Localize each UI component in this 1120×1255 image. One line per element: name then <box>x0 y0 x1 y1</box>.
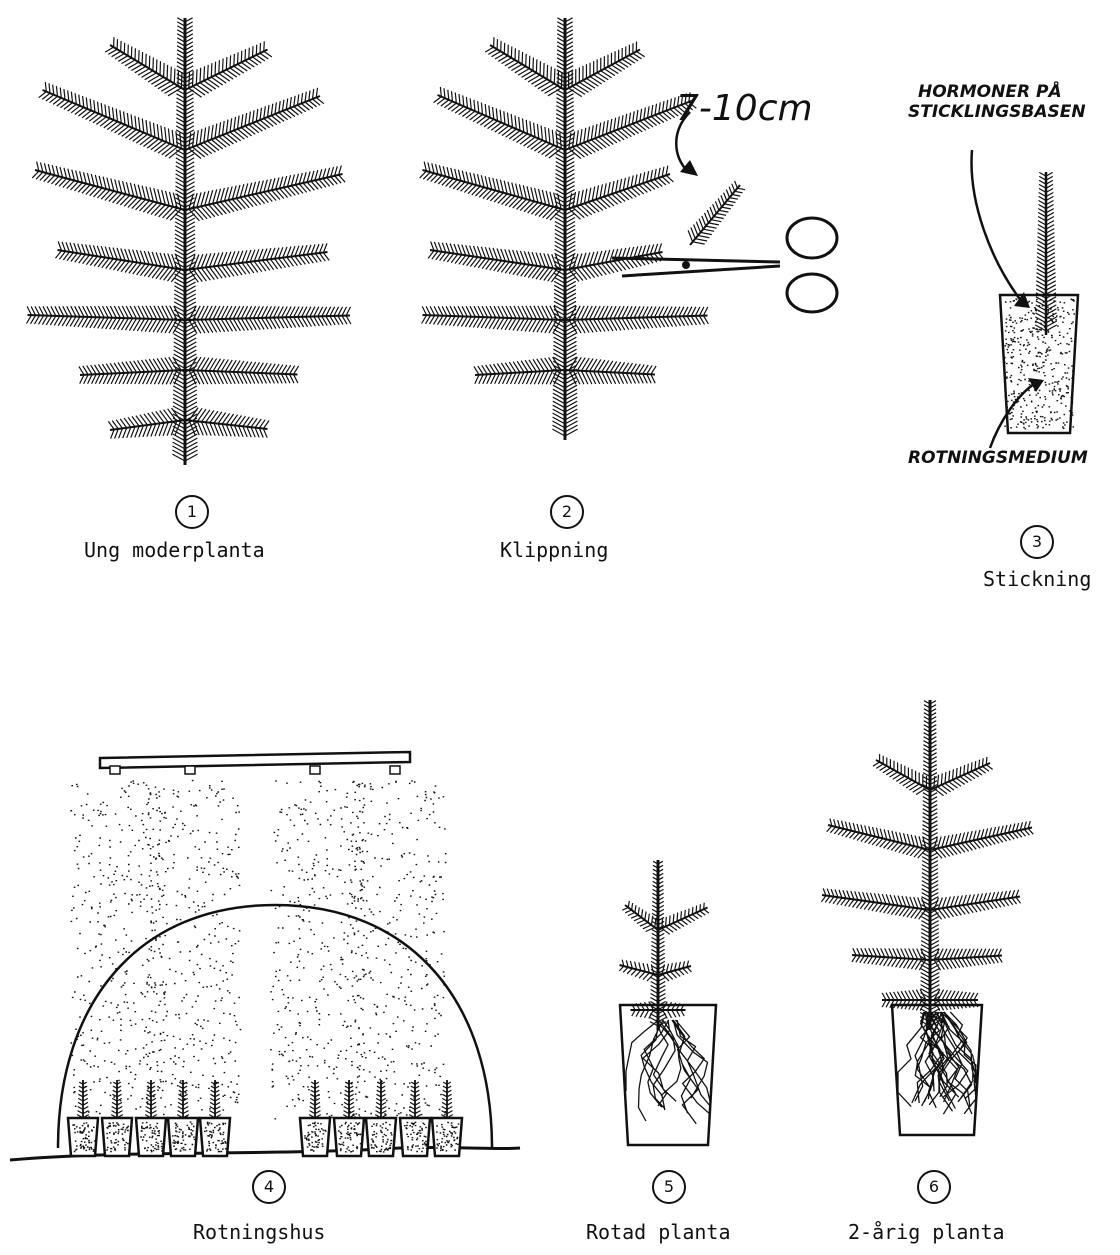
caption-step-2: Klippning <box>500 538 608 562</box>
mother-plant-tree <box>27 18 351 465</box>
step-number-5: 5 <box>652 1170 686 1204</box>
cutting-pot <box>1000 172 1078 433</box>
rooted-plant <box>619 860 716 1145</box>
medium-label: ROTNINGSMEDIUM <box>908 448 1088 468</box>
caption-step-1: Ung moderplanta <box>84 538 265 562</box>
caption-step-4: Rotningshus <box>193 1220 325 1244</box>
clipped-tree <box>420 18 709 440</box>
step-number-6: 6 <box>917 1170 951 1204</box>
cutting-branch <box>688 181 745 245</box>
hormone-label-line1: HORMONER PÅ <box>918 82 1062 102</box>
step-number-2: 2 <box>550 495 584 529</box>
caption-step-5: Rotad planta <box>586 1220 731 1244</box>
step-number-4: 4 <box>252 1170 286 1204</box>
cut-arrowhead-icon <box>680 160 698 176</box>
step-number-1: 1 <box>175 495 209 529</box>
caption-step-6: 2-årig planta <box>848 1220 1005 1244</box>
two-year-plant <box>821 700 1033 1135</box>
caption-step-3: Stickning <box>983 567 1091 591</box>
step-number-3: 3 <box>1020 525 1054 559</box>
hormone-arrow-icon <box>972 150 1022 302</box>
hormone-label-line2: STICKLINGSBASEN <box>908 102 1086 122</box>
greenhouse <box>10 752 520 1160</box>
cut-length-label: 7-10cm <box>676 88 813 129</box>
scissors-icon <box>612 218 837 312</box>
